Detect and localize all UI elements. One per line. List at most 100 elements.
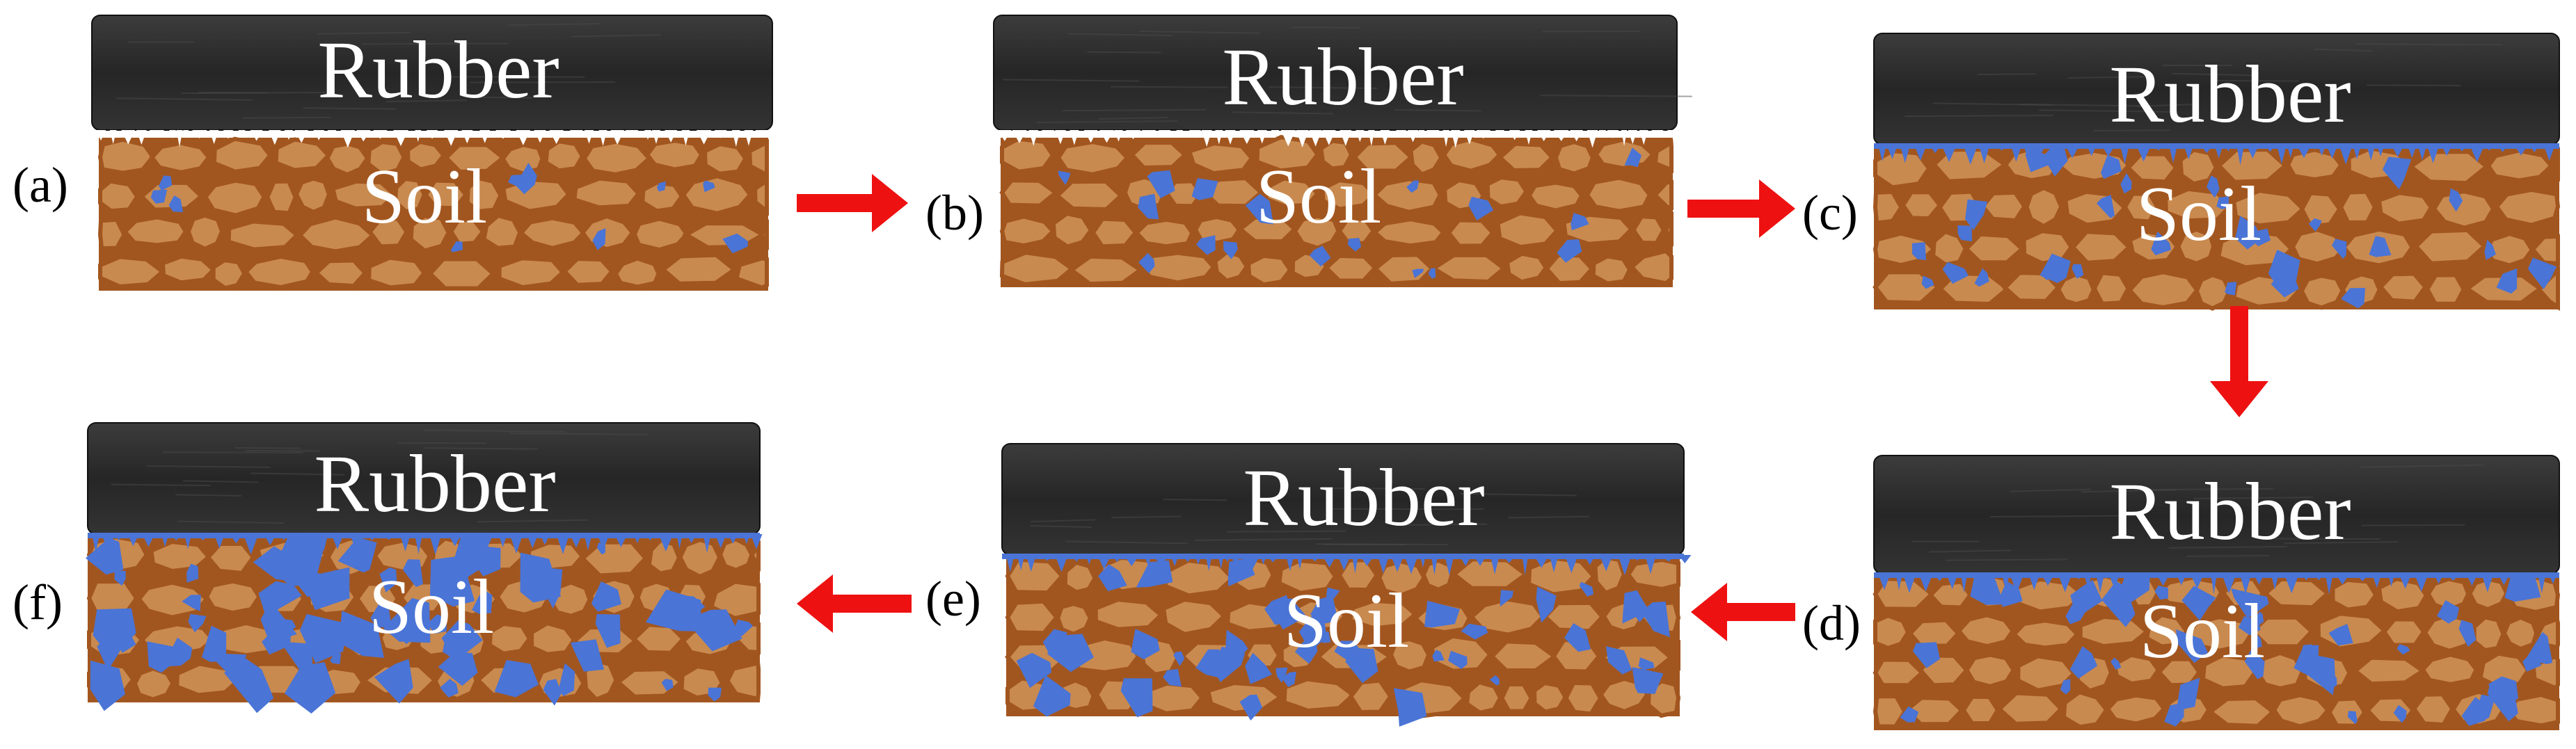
soil-grain bbox=[1873, 148, 1932, 190]
water-pocket bbox=[1326, 587, 1340, 602]
soil-grain bbox=[702, 142, 749, 177]
soil-grain bbox=[2381, 617, 2426, 647]
water-pocket bbox=[2154, 585, 2168, 600]
soil-grain bbox=[1186, 141, 1255, 176]
rubber-texture-streak bbox=[2140, 488, 2273, 491]
water-pocket bbox=[1912, 642, 1940, 668]
rubber-texture-streak bbox=[385, 99, 467, 103]
interface-water-film bbox=[1874, 143, 2559, 149]
soil-grain bbox=[613, 256, 661, 289]
soil-grain bbox=[1372, 217, 1447, 248]
water-pocket bbox=[1412, 268, 1424, 278]
rubber-texture-streak bbox=[177, 520, 284, 524]
interface-air-gap bbox=[1587, 130, 1598, 148]
interface-water-drop bbox=[2211, 574, 2217, 595]
water-pocket bbox=[1564, 623, 1591, 652]
interface-water-drop bbox=[2414, 574, 2428, 592]
panel-tag-f: (f) bbox=[13, 574, 63, 630]
interface-water-drop bbox=[2136, 145, 2152, 162]
interface-water-drop bbox=[1006, 555, 1015, 572]
soil-grain bbox=[1000, 136, 1056, 174]
water-pocket bbox=[681, 595, 706, 618]
soil-grain bbox=[422, 178, 469, 211]
soil-label-d: Soil bbox=[2140, 588, 2266, 675]
water-pocket bbox=[262, 625, 291, 655]
soil-grain bbox=[717, 536, 754, 573]
soil-grain bbox=[1056, 140, 1131, 177]
soil-grain bbox=[530, 620, 577, 657]
soil-grain bbox=[1319, 138, 1354, 171]
interface-air-gap bbox=[1176, 130, 1183, 137]
rubber-texture-streak bbox=[251, 472, 345, 476]
water-pocket bbox=[2393, 704, 2407, 723]
water-pocket bbox=[438, 652, 478, 686]
rubber-label-e: Rubber bbox=[1243, 452, 1484, 543]
water-pocket bbox=[1309, 245, 1331, 267]
rubber-texture-streak bbox=[2172, 72, 2257, 76]
panel-tag-b: (b) bbox=[925, 185, 984, 241]
interface-air-gap bbox=[651, 130, 661, 144]
soil-grain bbox=[1664, 211, 1673, 247]
soil-grain bbox=[1441, 136, 1503, 173]
soil-grain bbox=[999, 178, 1060, 208]
water-pocket bbox=[1638, 657, 1655, 670]
interface-air-gap bbox=[1158, 130, 1171, 136]
interface-air-gap bbox=[393, 130, 408, 147]
rubber-texture-streak bbox=[1929, 549, 2012, 553]
water-pocket bbox=[2025, 147, 2050, 172]
soil-grain bbox=[1674, 640, 1680, 671]
rubber-texture-streak bbox=[2039, 109, 2178, 113]
water-pocket bbox=[1264, 595, 1295, 625]
rubber-texture-streak bbox=[1990, 515, 2140, 518]
interface-water-drop bbox=[556, 534, 570, 554]
soil-grain bbox=[644, 138, 704, 172]
rubber-texture-streak bbox=[1460, 492, 1577, 497]
water-pocket bbox=[1275, 667, 1288, 683]
water-pocket bbox=[1447, 650, 1468, 669]
soil-grain bbox=[1063, 560, 1097, 595]
interface-air-gap bbox=[169, 130, 176, 138]
soil-grain bbox=[1138, 250, 1217, 285]
soil-grain bbox=[2412, 227, 2488, 266]
soil-grain bbox=[2411, 692, 2455, 727]
soil-grain bbox=[1499, 682, 1534, 714]
water-pocket bbox=[469, 546, 501, 577]
water-pocket bbox=[440, 679, 459, 698]
water-pocket bbox=[2097, 195, 2115, 218]
soil-grain bbox=[2364, 695, 2417, 726]
water-pocket bbox=[1624, 147, 1641, 168]
soil-grain bbox=[1337, 216, 1376, 245]
soil-grain bbox=[367, 216, 410, 249]
rubber-texture-streak bbox=[1932, 102, 2052, 106]
interface-water-drop bbox=[319, 534, 328, 551]
soil-grain bbox=[160, 254, 217, 285]
interface-air-gap bbox=[644, 130, 651, 140]
water-pocket bbox=[2176, 629, 2208, 663]
soil-grain bbox=[443, 143, 507, 175]
rubber-texture-streak bbox=[1110, 86, 1227, 88]
interface-water-drop bbox=[703, 534, 711, 554]
soil-grain bbox=[632, 216, 690, 252]
rubber-texture-streak bbox=[1163, 499, 1227, 501]
water-pocket bbox=[188, 613, 207, 633]
soil-grain bbox=[211, 257, 247, 291]
soil-grain bbox=[1056, 602, 1093, 636]
water-pocket bbox=[2042, 268, 2053, 280]
interface-air-gap bbox=[1309, 130, 1322, 147]
soil-grain bbox=[1930, 229, 1969, 267]
soil-grain bbox=[2024, 185, 2064, 229]
panel-e: (e) Rubber Soil bbox=[925, 443, 1692, 727]
water-pocket bbox=[159, 175, 173, 191]
soil-grain bbox=[2299, 191, 2343, 229]
interface-air-gap bbox=[1070, 130, 1079, 145]
soil-grain bbox=[1446, 218, 1496, 248]
interface-air-gap bbox=[1380, 130, 1390, 145]
arrow-shape bbox=[1687, 179, 1795, 238]
water-pocket bbox=[2110, 657, 2122, 670]
interface-air-gap bbox=[549, 130, 564, 145]
interface-water-drop bbox=[1431, 555, 1438, 575]
soil-grain bbox=[1005, 599, 1060, 636]
rubber-texture-streak bbox=[2367, 84, 2461, 86]
interface-air-gap bbox=[284, 130, 294, 140]
water-pocket bbox=[2244, 648, 2265, 679]
